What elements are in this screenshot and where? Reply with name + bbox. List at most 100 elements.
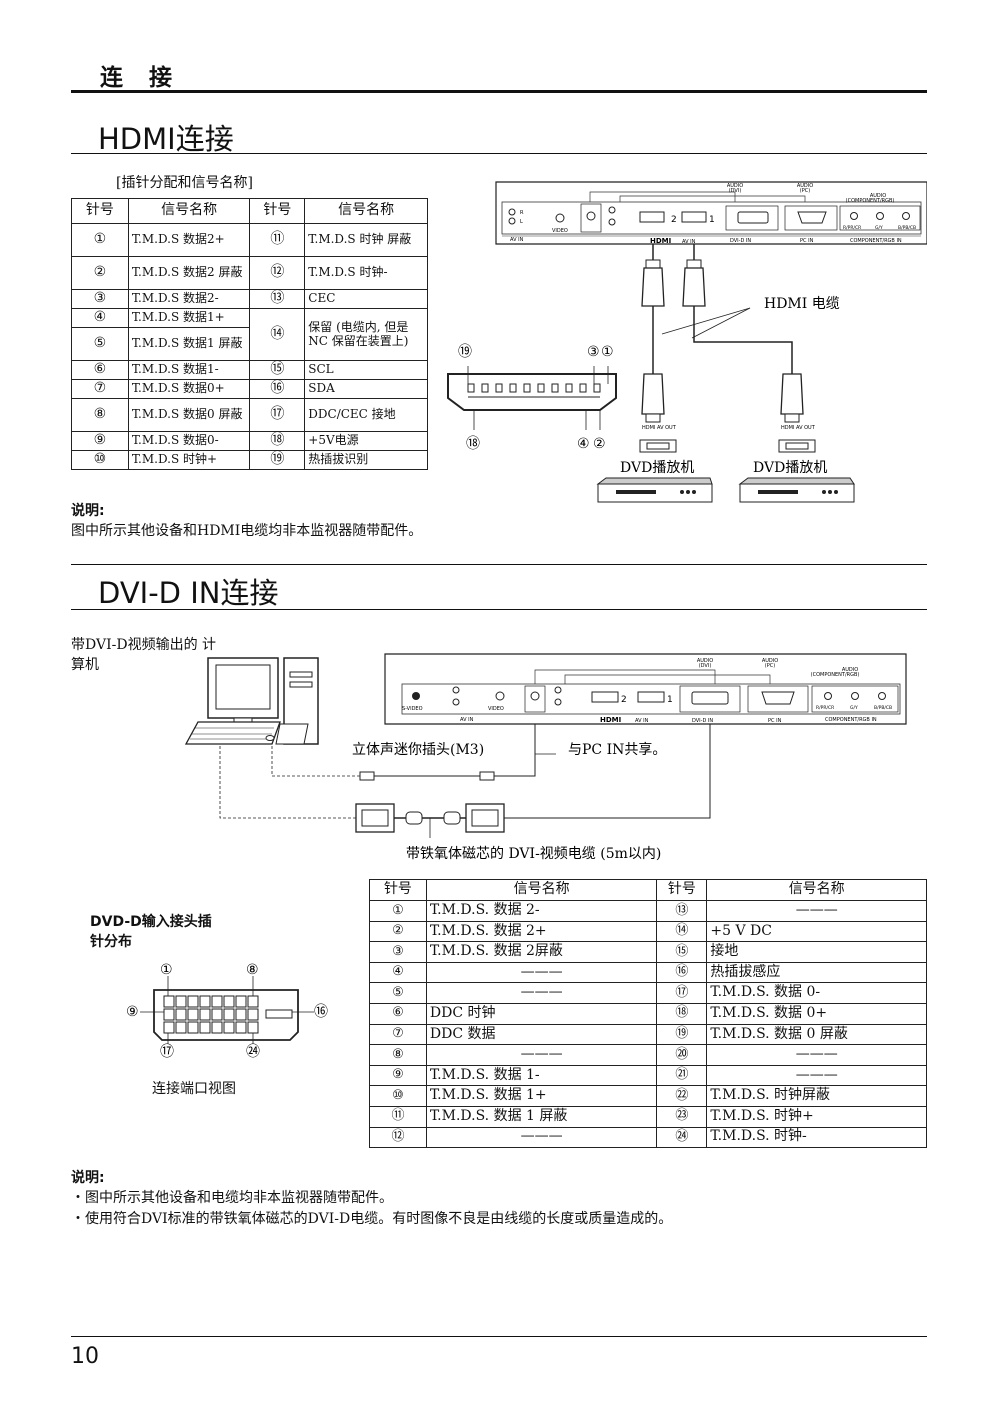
hdmi-cable-label: HDMI 电缆	[764, 296, 840, 312]
hdmi-connection-diagram: AUDIO (DVI) AUDIO (PC) AUDIO (COMPONENT/…	[447, 181, 927, 503]
signal-name: T.M.D.S 时钟-	[304, 256, 428, 290]
signal-name: T.M.D.S 数据2 屏蔽	[127, 256, 251, 290]
table-row: ⑧———⑳———	[369, 1044, 927, 1066]
signal-name: +5V电源	[304, 431, 428, 451]
col-header-signal: 信号名称	[304, 198, 428, 224]
signal-name: ———	[706, 1044, 927, 1066]
pin-number: ⑧	[71, 398, 129, 432]
pin-number: ⑫	[369, 1126, 427, 1149]
panel-dvi-in-label: DVI-D IN	[692, 718, 713, 724]
pin-number: ㉑	[656, 1064, 708, 1087]
table-row: ⑧ T.M.D.S 数据0 屏蔽 ⑰ DDC/CEC 接地	[71, 398, 428, 432]
panel-r-label: R	[520, 210, 524, 216]
signal-name: ———	[425, 1126, 658, 1149]
table-row: ⑨ T.M.D.S 数据0- ⑱ +5V电源	[71, 431, 428, 451]
pin-label-18: ⑱	[466, 436, 480, 452]
pin-number: ⑲	[656, 1023, 708, 1046]
signal-name: T.M.D.S. 数据 0 屏蔽	[706, 1023, 927, 1046]
signal-name: T.M.D.S. 数据 0+	[706, 1002, 927, 1025]
panel-av-in-label: AV IN	[510, 237, 524, 243]
panel-pc-label: (PC)	[765, 663, 775, 669]
footer-rule	[71, 1336, 927, 1337]
dvd-player-label: DVD播放机	[753, 460, 827, 476]
panel-audio-label: AUDIO	[727, 183, 743, 189]
table-row: ④ T.M.D.S 数据1+ ⑭ 保留 (电缆内, 但是NC 保留在装置上)	[71, 308, 428, 361]
hdmi-connector-pin-diagram: ⑲ ③ ① ⑱ ④ ②	[447, 344, 617, 452]
signal-name: 保留 (电缆内, 但是NC 保留在装置上)	[304, 308, 428, 361]
panel-gy-label: G/Y	[850, 705, 858, 711]
pin-label-8: ⑧	[246, 962, 259, 978]
hdmi-section-title: HDMI连接	[98, 122, 234, 156]
pin-label-16: ⑯	[314, 1004, 328, 1020]
pin-number: ⑤	[71, 327, 129, 361]
panel-svideo-label: S-VIDEO	[402, 706, 423, 712]
panel-pc-in-label: PC IN	[800, 238, 814, 244]
pin-label-1: ①	[160, 962, 173, 978]
hdmi-table-caption: [插针分配和信号名称]	[116, 175, 253, 191]
pin-number: ⑭	[656, 920, 708, 943]
table-row: ① T.M.D.S 数据2+ ⑪ T.M.D.S 时钟 屏蔽	[71, 223, 428, 257]
col-header-pin: 针号	[249, 198, 306, 224]
pin-number: ⑩	[369, 1085, 427, 1107]
signal-name: T.M.D.S. 时钟-	[706, 1126, 927, 1149]
pin-number: ⑯	[656, 961, 708, 984]
signal-name: T.M.D.S. 数据 1+	[425, 1085, 658, 1107]
panel-dvi-label: (DVI)	[729, 188, 742, 194]
signal-name: ———	[425, 982, 658, 1004]
pin-number: ⑫	[249, 256, 306, 290]
dvi-cable-label: 带铁氧体磁芯的 DVI-视频电缆 (5m以内)	[406, 846, 661, 862]
signal-name: T.M.D.S 时钟 屏蔽	[304, 223, 428, 257]
signal-name: SCL	[304, 360, 428, 380]
pin-number: ⑰	[656, 982, 708, 1004]
rear-panel-dvi: AUDIO (DVI) AUDIO (PC) AUDIO (COMPONENT/…	[384, 653, 907, 725]
col-header-signal: 信号名称	[425, 879, 658, 901]
panel-pb-label: B/PB/CB	[898, 225, 916, 231]
panel-comp-in-label: COMPONENT/RGB IN	[850, 238, 902, 244]
chapter-title: 连 接	[100, 65, 182, 91]
pin-label-17: ⑰	[160, 1044, 174, 1060]
signal-name: 热插拔感应	[706, 961, 927, 984]
panel-pr-label: R/PR/CR	[816, 705, 834, 711]
pin-number: ⑧	[369, 1044, 427, 1066]
col-header-signal: 信号名称	[706, 879, 927, 901]
pin-number: ⑱	[656, 1002, 708, 1025]
panel-video-label: VIDEO	[552, 228, 568, 234]
signal-name: T.M.D.S 数据1 屏蔽	[127, 327, 251, 361]
dvi-title-rule	[71, 609, 927, 610]
signal-name: 接地	[706, 941, 927, 963]
panel-video-label: VIDEO	[488, 706, 504, 712]
col-header-signal: 信号名称	[127, 198, 251, 224]
hdmi-port-1-label: 1	[709, 215, 715, 225]
pin-number: ④	[71, 308, 129, 328]
pin-number: ③	[71, 289, 129, 309]
pin-number: ⑰	[249, 398, 306, 432]
pin-number: ⑳	[656, 1044, 708, 1066]
pin-number: ③	[369, 941, 427, 963]
pin-label-3: ③	[587, 344, 600, 360]
hdmi-note-text: 图中所示其他设备和HDMI电缆均非本监视器随带配件。	[71, 523, 423, 539]
hdmi-note-heading: 说明:	[71, 503, 105, 519]
signal-name: T.M.D.S. 时钟屏蔽	[706, 1085, 927, 1107]
table-row: ⑦ T.M.D.S 数据0+ ⑯ SDA	[71, 379, 428, 399]
panel-pc-in-label: PC IN	[768, 718, 782, 724]
hdmi-port-2-label: 2	[671, 215, 677, 225]
pin-number: ④	[369, 961, 427, 984]
panel-pc-label: (PC)	[800, 188, 810, 194]
signal-name: T.M.D.S 时钟+	[127, 450, 251, 470]
panel-dvi-in-label: DVI-D IN	[730, 238, 751, 244]
panel-hdmi-av-in-label: AV IN	[682, 239, 696, 245]
signal-name: T.M.D.S 数据0 屏蔽	[127, 398, 251, 432]
signal-name: CEC	[304, 289, 428, 309]
pin-number: ⑨	[369, 1064, 427, 1087]
table-row: ② T.M.D.S 数据2 屏蔽 ⑫ T.M.D.S 时钟-	[71, 256, 428, 290]
pin-number: ⑪	[249, 223, 306, 257]
signal-name: +5 V DC	[706, 920, 927, 943]
pin-number: ⑭	[249, 308, 306, 361]
dvd-player-2: HDMI AV OUT DVD播放机	[738, 425, 855, 503]
signal-name: T.M.D.S. 数据 2屏蔽	[425, 941, 658, 963]
computer-illustration	[184, 657, 319, 745]
connector-view-label: 连接端口视图	[152, 1081, 236, 1097]
